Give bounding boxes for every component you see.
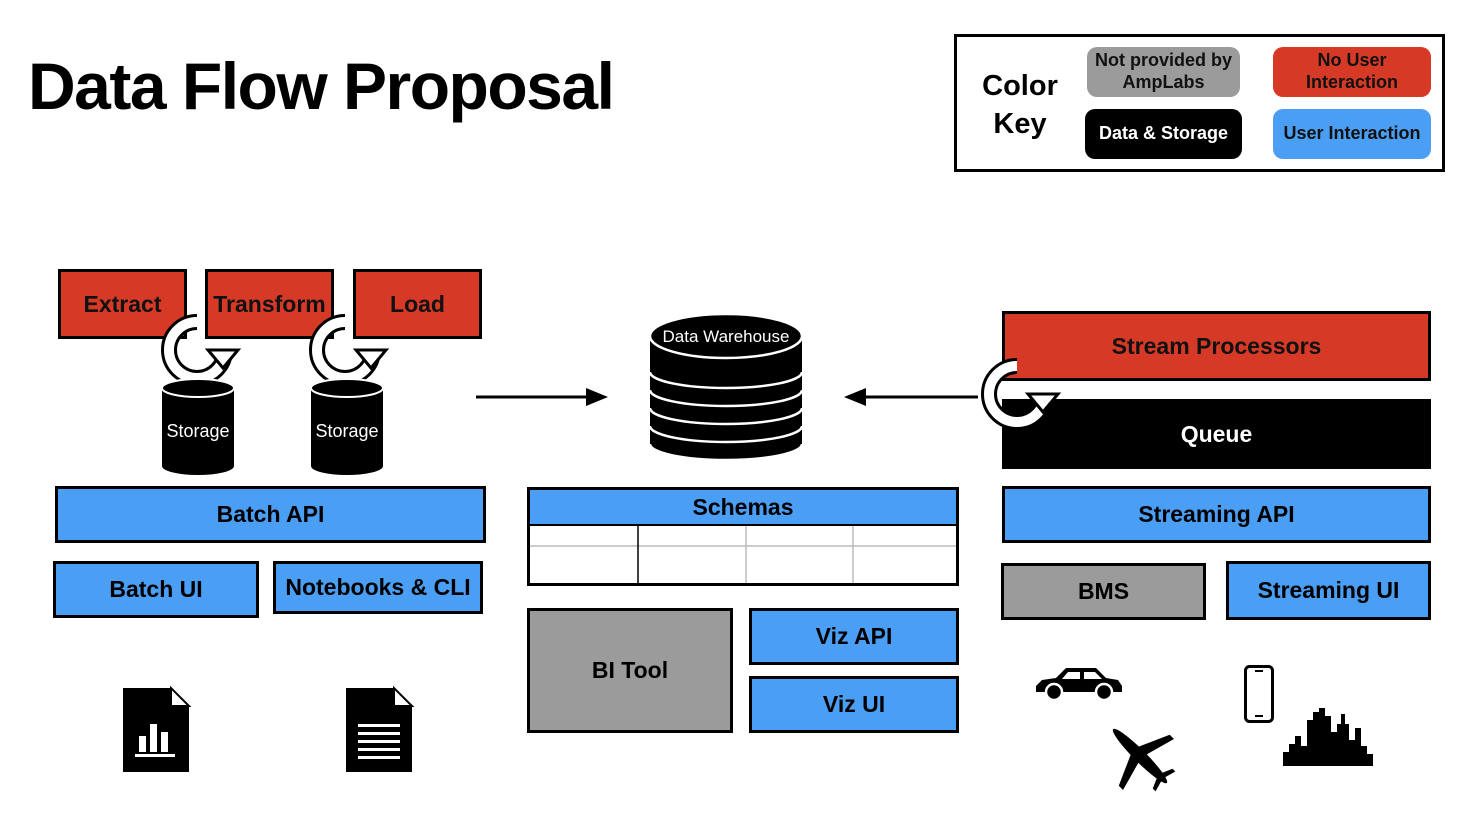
streaming-ui-box: Streaming UI [1226,561,1431,620]
bi-tool-box: BI Tool [527,608,733,733]
car-icon [1036,668,1122,702]
storage-cylinder-icon [310,378,384,475]
storage-cylinder-icon [161,378,235,475]
airplane-icon [1112,728,1176,792]
extract-box: Extract [58,269,187,339]
chart-document-icon [123,685,192,772]
storage-label: Storage [166,421,230,441]
data-warehouse-label: Data Warehouse [662,327,790,346]
schemas-table: Schemas [527,487,959,586]
color-key-title-line2: Key [993,107,1047,140]
city-skyline-icon [1283,708,1373,766]
refresh-cycle-icon [309,314,390,386]
load-box: Load [353,269,482,339]
stream-processors-box: Stream Processors [1002,311,1431,381]
refresh-cycle-icon [161,314,242,386]
queue-box: Queue [1002,399,1431,469]
key-not-provided: Not provided by AmpLabs [1087,47,1240,97]
storage-label: Storage [315,421,379,441]
data-warehouse-icon [648,312,804,462]
arrow-right-icon [476,388,608,406]
schemas-grid [530,526,956,583]
bms-box: BMS [1001,563,1206,620]
key-no-user-interaction: No User Interaction [1273,47,1431,97]
viz-api-box: Viz API [749,608,959,665]
batch-ui-box: Batch UI [53,561,259,618]
key-user-interaction: User Interaction [1273,109,1431,159]
arrow-left-icon [844,388,978,406]
color-key [954,34,1445,172]
streaming-api-box: Streaming API [1002,486,1431,543]
color-key-title-line1: Color [982,70,1058,102]
batch-api-box: Batch API [55,486,486,543]
viz-ui-box: Viz UI [749,676,959,733]
schemas-header: Schemas [530,490,956,526]
page-title: Data Flow Proposal [28,49,615,123]
refresh-cycle-icon [981,358,1062,430]
phone-icon [1244,665,1274,723]
key-data-storage: Data & Storage [1085,109,1242,159]
transform-box: Transform [205,269,334,339]
color-key-title: Color Key [978,68,1062,143]
text-document-icon [346,685,415,772]
notebooks-cli-box: Notebooks & CLI [273,561,483,614]
